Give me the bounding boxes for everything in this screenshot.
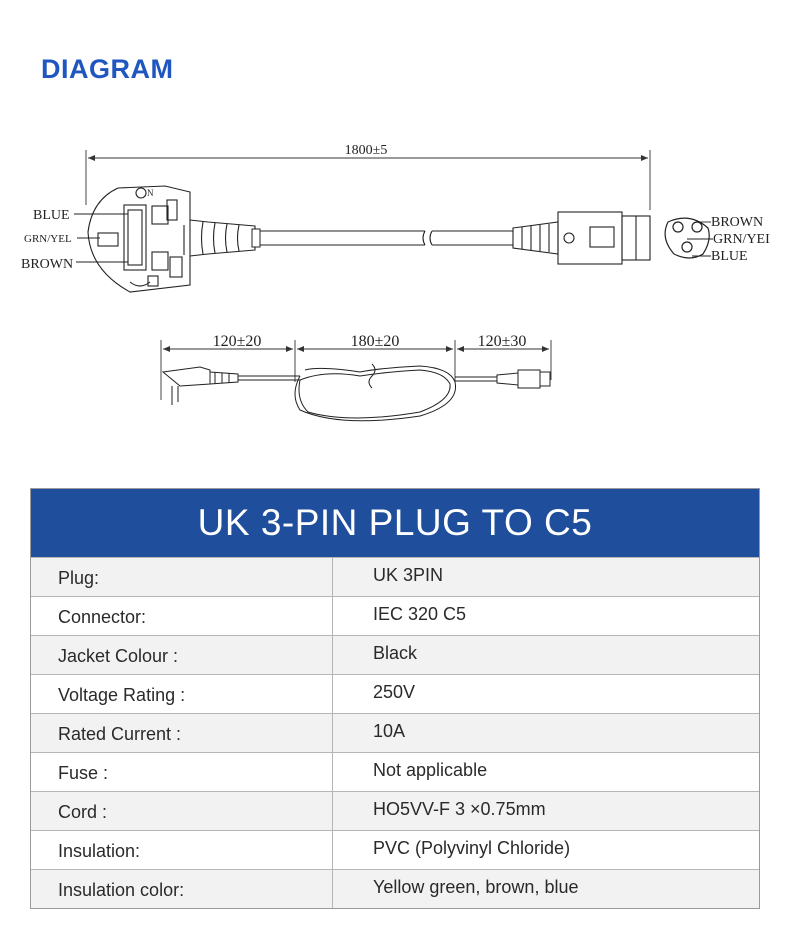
spec-value: UK 3PIN xyxy=(373,565,444,585)
table-row: Plug: UK 3PIN xyxy=(31,557,759,596)
table-row: Fuse : Not applicable xyxy=(31,752,759,791)
spec-table-title: UK 3-PIN PLUG TO C5 xyxy=(31,489,759,557)
spec-value: HO5VV-F 3 ×0.75mm xyxy=(373,799,546,819)
total-length-label: 1800±5 xyxy=(345,143,388,158)
plug-label-grn-yel: GRN/YEL xyxy=(24,233,72,245)
plug-strain-relief xyxy=(189,219,256,257)
table-row: Connector: IEC 320 C5 xyxy=(31,596,759,635)
spec-label: Cord : xyxy=(31,792,333,830)
spec-value: Yellow green, brown, blue xyxy=(373,877,579,897)
spec-value: PVC (Polyvinyl Chloride) xyxy=(373,838,571,858)
uk-plug-drawing xyxy=(87,185,191,293)
table-row: Rated Current : 10A xyxy=(31,713,759,752)
total-length-dimension xyxy=(85,150,651,210)
connector-label-grn-yel: GRN/YEI xyxy=(713,232,770,247)
segment-label-connector: 120±30 xyxy=(478,333,527,350)
table-row: Jacket Colour : Black xyxy=(31,635,759,674)
spec-label: Insulation color: xyxy=(31,870,333,908)
connector-label-brown: BROWN xyxy=(711,215,763,230)
spec-value: Not applicable xyxy=(373,760,488,780)
plug-wire-labels: BLUE GRN/YEL BROWN xyxy=(21,208,128,272)
spec-label: Fuse : xyxy=(31,753,333,791)
spec-label: Voltage Rating : xyxy=(31,675,333,713)
spec-label: Rated Current : xyxy=(31,714,333,752)
cable-diagram: 1800±5 N xyxy=(21,143,770,422)
table-row: Cord : HO5VV-F 3 ×0.75mm xyxy=(31,791,759,830)
segment-dimensions xyxy=(160,340,552,400)
spec-label: Plug: xyxy=(31,558,333,596)
coiled-cable-drawing xyxy=(161,363,551,422)
spec-value: 10A xyxy=(373,721,406,741)
c5-face-drawing xyxy=(664,217,710,259)
spec-table: UK 3-PIN PLUG TO C5 Plug: UK 3PIN Connec… xyxy=(30,488,760,909)
connector-label-blue: BLUE xyxy=(711,249,748,264)
spec-label: Jacket Colour : xyxy=(31,636,333,674)
segment-label-coil: 180±20 xyxy=(351,333,400,350)
plug-label-blue: BLUE xyxy=(33,208,70,223)
spec-value: IEC 320 C5 xyxy=(373,604,467,624)
main-cable xyxy=(260,230,513,246)
plug-label-brown: BROWN xyxy=(21,257,73,272)
spec-label: Insulation: xyxy=(31,831,333,869)
spec-label: Connector: xyxy=(31,597,333,635)
connector-wire-labels: BROWN GRN/YEI BLUE xyxy=(687,215,770,264)
page-heading: DIAGRAM xyxy=(41,54,174,84)
spec-rows: Plug: UK 3PIN Connector: IEC 320 C5 Jack… xyxy=(31,557,759,908)
plug-mark-n: N xyxy=(147,188,154,198)
spec-value: 250V xyxy=(373,682,416,702)
table-row: Voltage Rating : 250V xyxy=(31,674,759,713)
segment-label-plug: 120±20 xyxy=(213,333,262,350)
c5-connector-drawing xyxy=(512,211,651,265)
table-row: Insulation: PVC (Polyvinyl Chloride) xyxy=(31,830,759,869)
table-row: Insulation color: Yellow green, brown, b… xyxy=(31,869,759,908)
spec-value: Black xyxy=(373,643,418,663)
